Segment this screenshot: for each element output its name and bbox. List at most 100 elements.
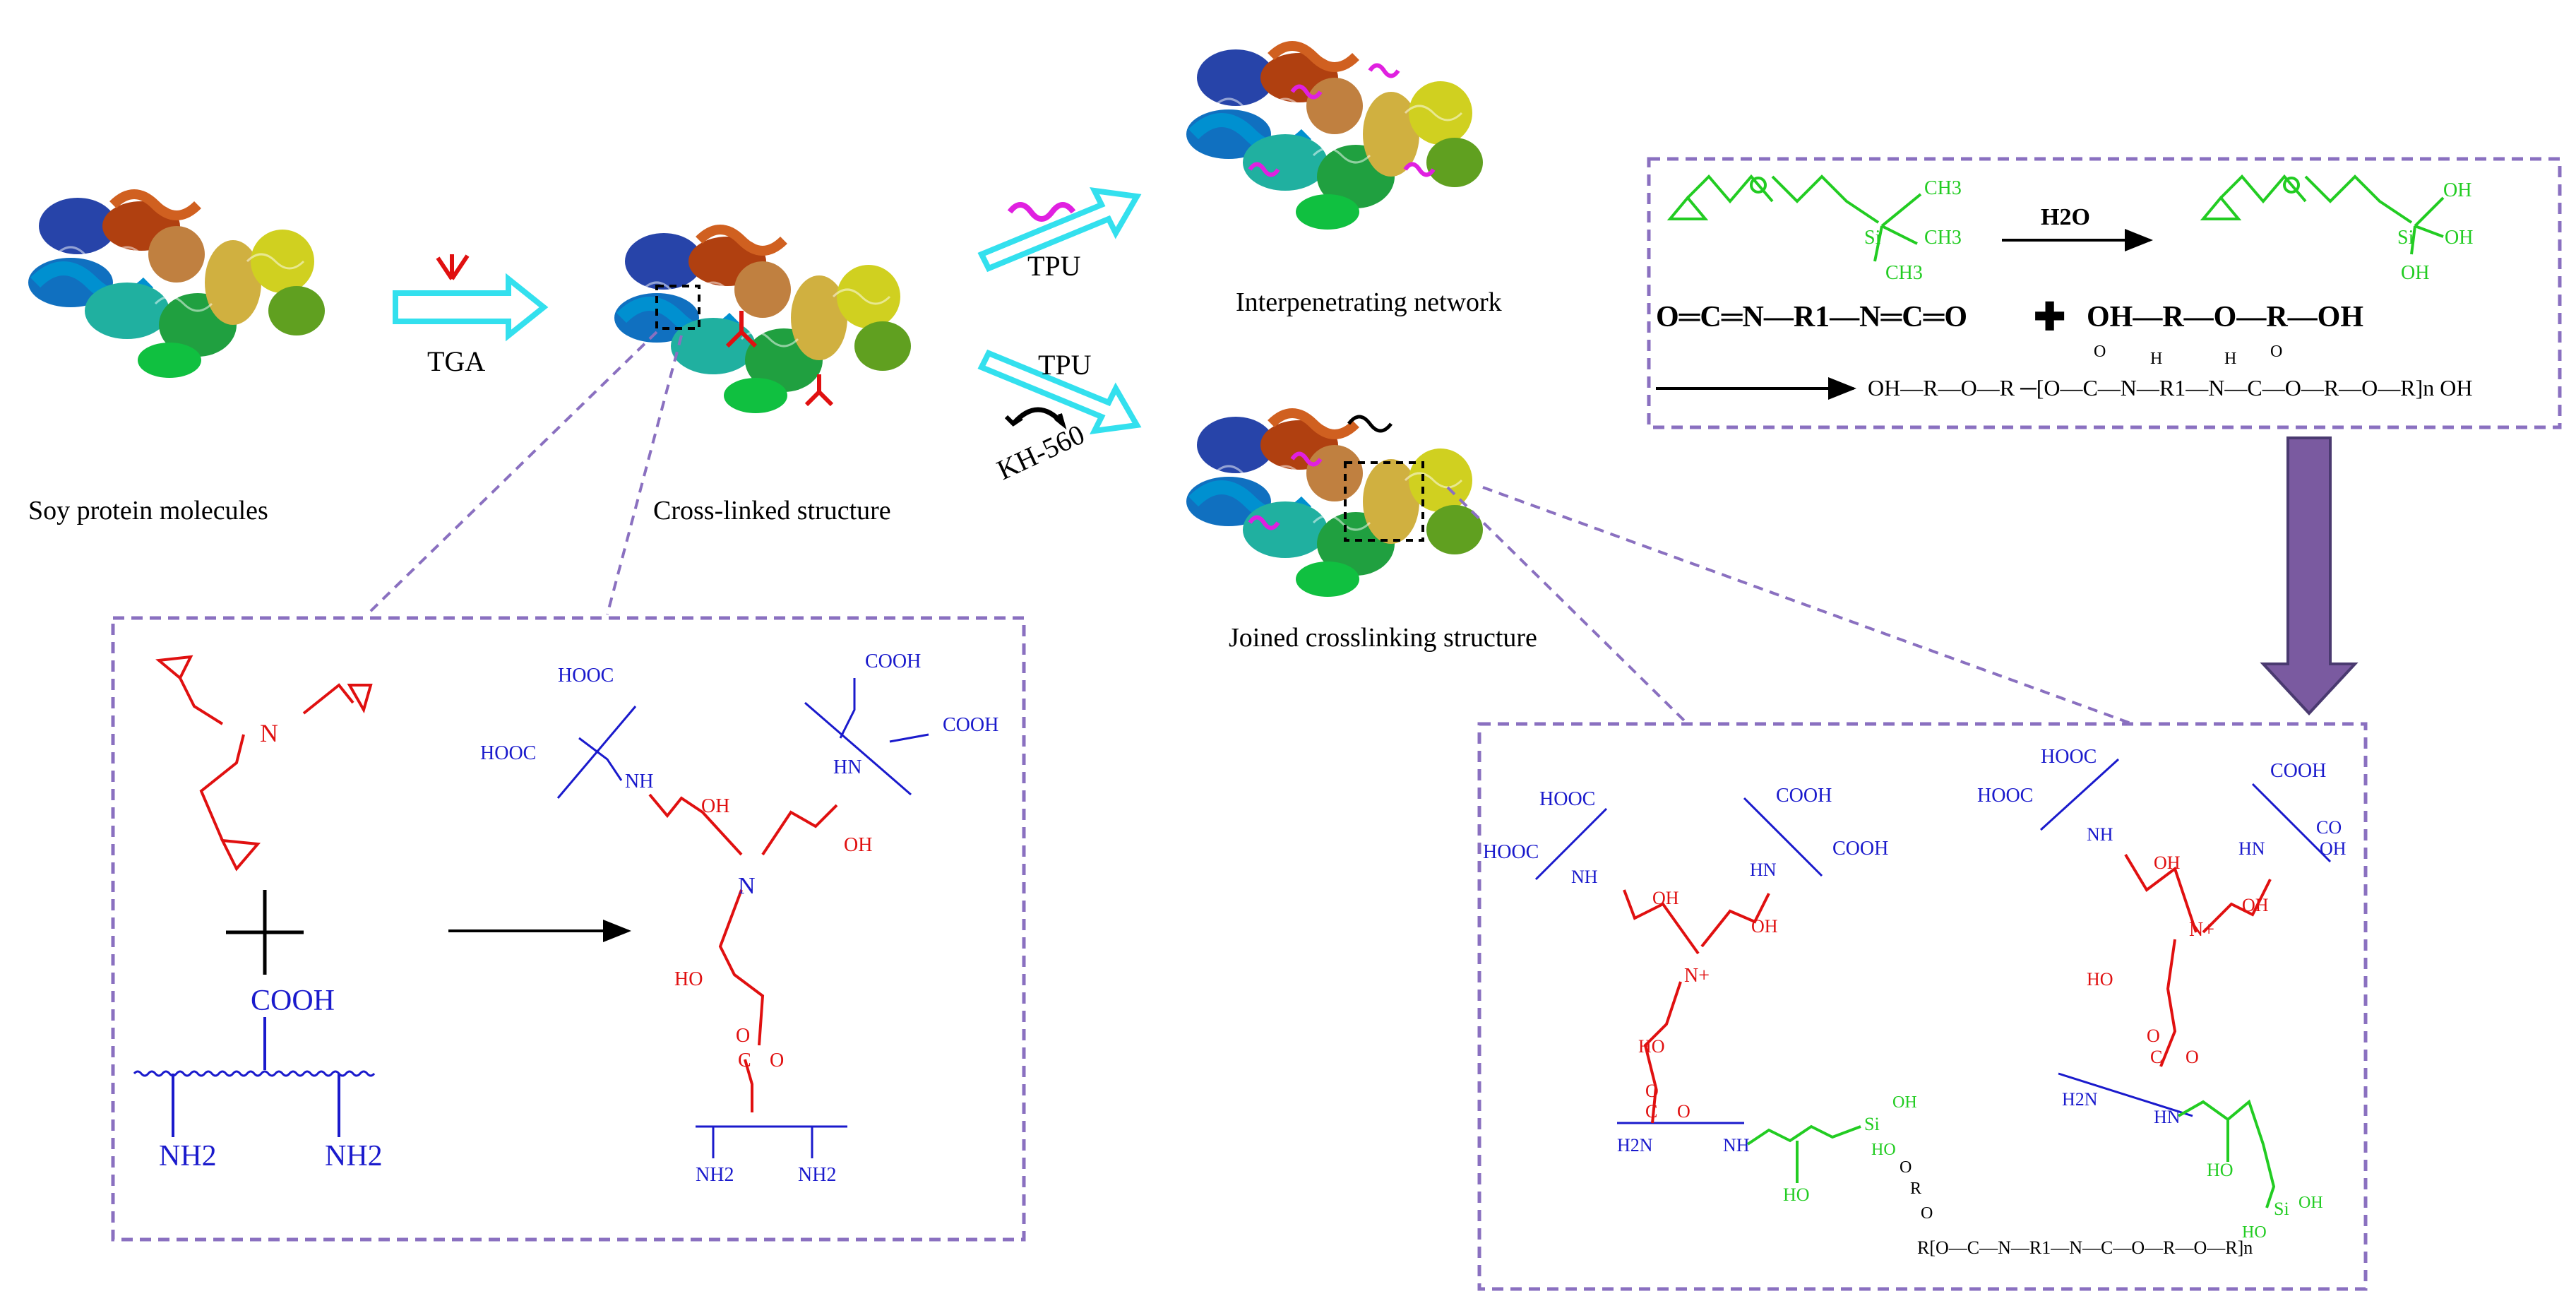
ester-o1: O [1645,1081,1659,1101]
h2o-label: H2O [2041,204,2090,230]
o-ester-left: O [736,1025,750,1047]
cooh-r1: COOH [1776,785,1832,807]
kh560-label: KH-560 [992,418,1090,486]
co-r: CO [2316,817,2342,838]
oh-r5: OH [2242,895,2269,915]
oh-b-left: OH [844,834,872,856]
oh-b: OH [2445,227,2473,249]
nh2-c: NH2 [696,1164,734,1186]
si-label-a: Si [1864,227,1881,249]
nh-r2: NH [1723,1135,1750,1155]
diol: OH—R—O—R—OH [2087,301,2363,333]
h-mark-a: H [2150,350,2162,368]
n-label-tga: N [260,719,278,747]
cooh-a: COOH [865,650,921,672]
h2n-r1: H2N [1617,1135,1653,1155]
chain-r: R[O—C—N—R1—N—C—O—R—O—R]n [1917,1237,2253,1258]
caption-soy: Soy protein molecules [28,496,268,525]
h2n-r2: H2N [2062,1089,2098,1110]
ho-r6: HO [2242,1223,2267,1242]
n-plus-r1: N+ [1684,965,1710,987]
nh-b: HN [833,756,861,778]
si-r1: Si [1864,1114,1880,1134]
product: OH—R—O—R ─[O—C—N—R1—N—C—O—R—O—R]n OH [1868,375,2472,400]
hooc-r2: HOOC [1483,841,1539,863]
o-dbl-left: O [770,1050,784,1071]
oh-r2: OH [1751,916,1778,937]
nh-r1: NH [1571,867,1598,887]
ho-r4: HO [2087,969,2113,990]
oh-r6: OH [2298,1194,2323,1212]
caption-joined: Joined crosslinking structure [1229,623,1537,653]
plus-sign: ✚ [2034,296,2065,338]
right-reaction-box: HOOC HOOC COOH COOH NH HN N+ OH OH HO O … [1477,722,2368,1291]
caption-interpenetrating: Interpenetrating network [1236,287,1502,317]
oh-r3: OH [1892,1093,1917,1112]
hn-r3: HN [2238,838,2265,859]
o-r1: O [1900,1158,1912,1177]
tpu-label-bottom: TPU [1038,349,1092,381]
nh2-a: NH2 [159,1140,217,1172]
nh-a: NH [625,771,653,792]
guide-lines [366,331,2133,725]
zoom-box [655,285,700,330]
caption-crosslinked: Cross-linked structure [653,496,891,525]
o-r2: O [1921,1204,1933,1223]
ester-o4: O [2186,1047,2199,1067]
hn-r1: HN [1750,860,1777,880]
r-r1: R [1910,1180,1921,1198]
diisocyanate: O═C═N—R1—N═C═O [1656,301,1967,333]
tga-label: TGA [427,345,485,377]
zoom-box-joined [1344,461,1424,542]
ho-r5: HO [2207,1160,2234,1180]
cooh-r3: COOH [2270,760,2326,782]
ester-c1: C [1645,1101,1657,1122]
si-r2: Si [2274,1199,2289,1219]
h-mark-b: H [2224,350,2236,368]
oh-r4: OH [2154,852,2181,873]
ester-c2: C [2150,1047,2162,1067]
tpu-arrow-top: TPU [977,187,1142,282]
hooc-r1: HOOC [1539,788,1595,810]
tga-arrow: TGA [393,254,549,377]
cooh-label: COOH [251,985,335,1017]
tga-icon [436,254,470,280]
ch3-b: CH3 [1924,227,1962,249]
si-label-b: Si [2397,227,2414,249]
hooc-r4: HOOC [1977,785,2033,807]
nh2-b: NH2 [325,1140,383,1172]
tpu-arrow-bottom: TPU KH-560 [977,349,1142,486]
n-label-product: N [738,873,756,899]
left-reaction-box: N COOH NH2 NH2 HOOC HOOC COOH COOH NH HN [111,616,1026,1242]
ester-o3: O [2147,1026,2160,1046]
soy-protein-image [28,194,325,378]
oh-a: OH [2443,179,2471,201]
hn-r4: HN [2154,1107,2181,1127]
hooc-b: HOOC [480,742,536,764]
hooc-a: HOOC [558,665,614,687]
ho-r1: HO [1638,1036,1665,1057]
ho-r2: HO [1783,1184,1810,1205]
joined-protein-image [1186,413,1483,597]
hooc-r3: HOOC [2041,746,2097,768]
purple-down-arrow [2260,436,2359,715]
oh-r1: OH [1652,888,1679,908]
oh-c: OH [2401,262,2429,284]
tpu-chain-icon [1007,202,1076,222]
ch3-c: CH3 [1885,262,1923,284]
o-mark-a: O [2094,343,2106,361]
cooh-b: COOH [943,714,998,736]
interpenetrating-protein-image [1186,46,1483,230]
cooh-r2: COOH [1832,838,1888,860]
ester-o2: O [1677,1101,1690,1122]
o-mark-b: O [2270,343,2282,361]
reaction-box: CH3 Si CH3 CH3 H2O Si OH OH OH O═C═N—R1—… [1647,157,2562,429]
oh-a-left: OH [701,795,729,817]
crosslinked-protein-image [614,230,911,413]
n-plus-r2: N+ [2189,919,2214,941]
nh-r3: NH [2087,824,2113,845]
nh2-d: NH2 [798,1164,836,1186]
oh-c-left: HO [674,968,703,990]
tpu-label-top: TPU [1027,250,1081,282]
